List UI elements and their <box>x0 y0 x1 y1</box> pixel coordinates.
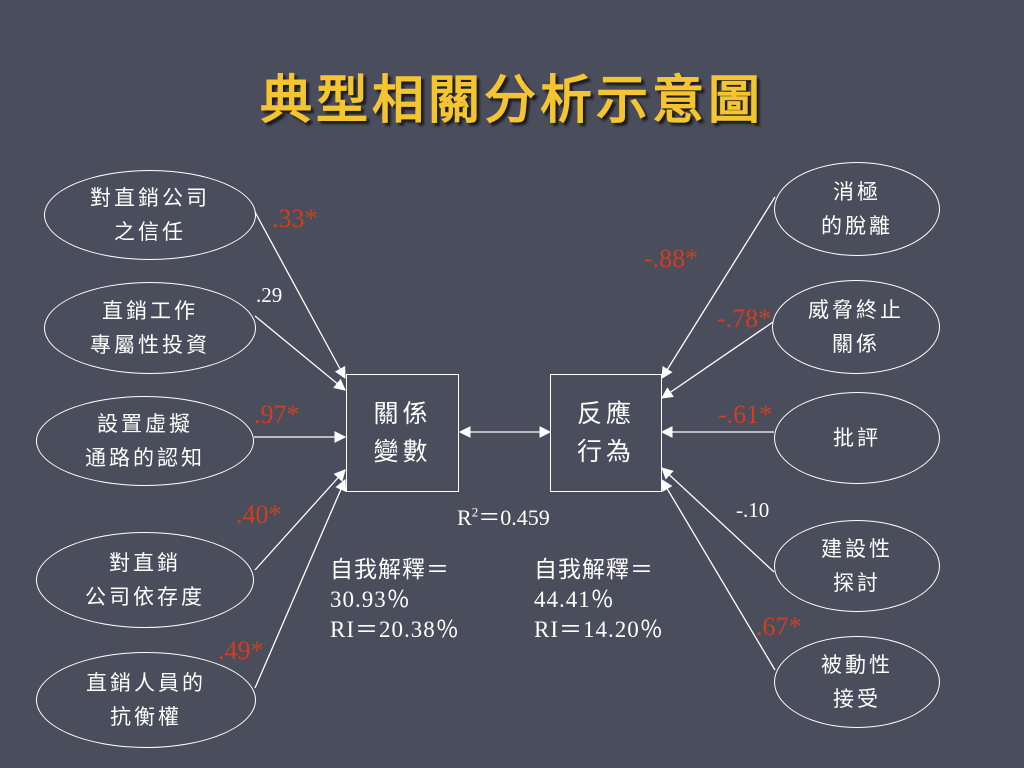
right-stats-line1: 自我解釋＝ <box>534 557 654 582</box>
page-title: 典型相關分析示意圖 <box>259 70 764 131</box>
response-behavior-line1: 反應 <box>576 399 635 428</box>
relationship-variables-box: 關係變數 <box>346 374 459 492</box>
left-coef-2: .29 <box>256 283 283 307</box>
right-coef-5: .67* <box>756 612 802 641</box>
right-coef-1: -.88* <box>644 244 699 273</box>
left-variable-2-line1: 直銷工作 <box>102 299 198 323</box>
left-variable-3: 設置虛擬通路的認知 <box>36 396 254 486</box>
left-variable-1-line2: 之信任 <box>114 220 186 244</box>
arrow-left-5 <box>254 478 347 689</box>
left-coef-1: .33* <box>272 204 318 233</box>
right-variable-1-line2: 的脫離 <box>821 214 893 238</box>
left-stats-line1: 自我解釋＝ <box>330 557 450 582</box>
left-variable-4-line2: 公司依存度 <box>85 585 205 609</box>
r-squared-sup: 2 <box>471 504 479 520</box>
right-variable-4-line2: 探討 <box>833 571 881 595</box>
left-stats-line2: 30.93％ <box>330 587 411 612</box>
arrow-right-4 <box>661 467 775 573</box>
right-variable-2-line1: 威脅終止 <box>808 298 904 322</box>
arrow-right-5 <box>661 478 776 671</box>
right-variable-3: 批評 <box>774 392 940 484</box>
right-variable-3-line1: 批評 <box>833 426 881 450</box>
arrow-left-4 <box>254 469 346 571</box>
left-variable-4-line1: 對直銷 <box>109 551 181 575</box>
right-variable-5-line2: 接受 <box>833 687 881 711</box>
left-coef-4: .40* <box>236 500 282 529</box>
right-coef-3: -.61* <box>718 400 773 429</box>
right-variable-1-line1: 消極 <box>833 180 881 204</box>
right-variable-1: 消極的脫離 <box>774 162 940 256</box>
arrow-left-1 <box>254 211 346 380</box>
right-stats-line3: RI＝14.20％ <box>534 617 664 642</box>
arrow-right-2 <box>661 321 774 399</box>
right-coef-2: -.78* <box>717 304 772 333</box>
r-squared-value: ＝0.459 <box>478 505 550 530</box>
arrow-right-1 <box>661 196 776 379</box>
response-behavior-box: 反應行為 <box>550 374 662 492</box>
right-variable-4-line1: 建設性 <box>821 537 893 561</box>
right-stats-line2: 44.41％ <box>534 587 615 612</box>
left-variable-3-line2: 通路的認知 <box>85 446 205 470</box>
relationship-variables-line2: 變數 <box>373 437 432 466</box>
relationship-variables-line1: 關係 <box>373 399 432 428</box>
left-variable-5-line1: 直銷人員的 <box>86 671 206 695</box>
r-squared: R2＝0.459 <box>457 500 550 532</box>
left-variable-3-line1: 設置虛擬 <box>97 412 193 436</box>
left-variable-5-line2: 抗衡權 <box>110 705 182 729</box>
left-variable-5: 直銷人員的抗衡權 <box>36 652 256 748</box>
left-variable-2: 直銷工作專屬性投資 <box>44 282 256 374</box>
left-coef-3: .97* <box>254 400 300 429</box>
r-squared-label: R <box>457 505 472 530</box>
arrow-left-2 <box>254 315 346 391</box>
left-variable-2-line2: 專屬性投資 <box>90 333 210 357</box>
left-variable-1-line1: 對直銷公司 <box>90 186 210 210</box>
right-stats: 自我解釋＝ 44.41％ RI＝14.20％ <box>534 555 664 645</box>
response-behavior-line2: 行為 <box>576 437 635 466</box>
left-stats: 自我解釋＝ 30.93％ RI＝20.38％ <box>330 555 460 645</box>
right-coef-4: -.10 <box>736 498 770 522</box>
left-coef-5: .49* <box>218 636 264 665</box>
right-variable-2: 威脅終止關係 <box>772 280 940 374</box>
right-variable-4: 建設性探討 <box>774 520 940 612</box>
right-variable-2-line2: 關係 <box>832 332 880 356</box>
left-stats-line3: RI＝20.38％ <box>330 617 460 642</box>
right-variable-5: 被動性接受 <box>774 636 940 728</box>
left-variable-4: 對直銷公司依存度 <box>36 532 254 628</box>
right-variable-5-line1: 被動性 <box>821 653 893 677</box>
left-variable-1: 對直銷公司之信任 <box>44 170 256 260</box>
